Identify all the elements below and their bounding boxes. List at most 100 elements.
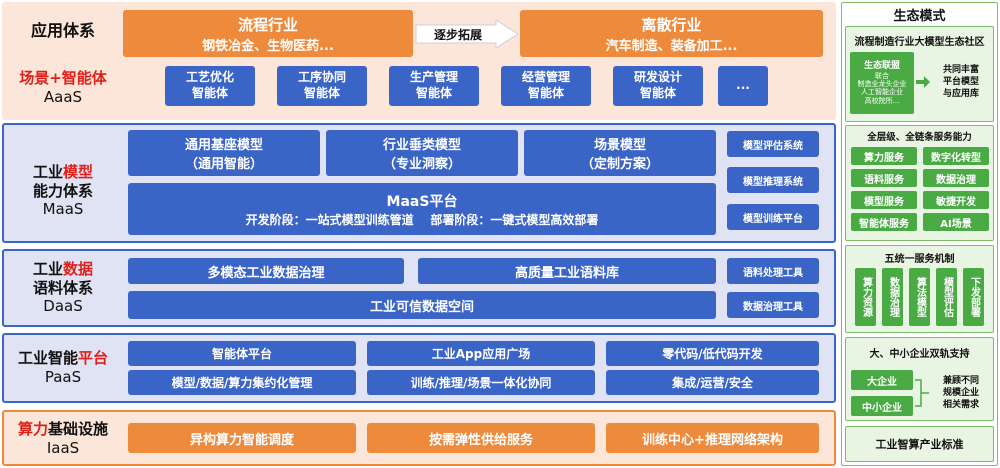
agent-box-sub: 智能体 (415, 86, 452, 100)
eco-service-item: AI场景 (923, 213, 989, 231)
eco-community-result: 共同丰富 平台模型 与应用库 (930, 58, 992, 108)
agent-box-title: 生产管理 (409, 70, 458, 85)
eco-five-item: 算法模型 (909, 268, 930, 326)
app-layer-label: 应用体系 (4, 14, 122, 48)
iaas-layer-label: 算力基础设施 IaaS (4, 416, 122, 462)
maas-label-b: 能力体系 (32, 181, 93, 200)
model-industry-box: 行业垂类模型 （专业洞察） (326, 130, 518, 176)
eco-result-l1: 共同丰富 (942, 65, 979, 76)
arrow-right-icon (916, 76, 930, 88)
maas-label-a: 工业 (32, 162, 63, 181)
model-scene-title: 场景模型 (593, 138, 646, 153)
eco-alliance-box: 生态联盟 联合 制造业龙头企业 人工智能企业 高校院所... (850, 52, 914, 114)
daas-label-b: 语料体系 (32, 278, 93, 297)
model-industry-sub: （专业洞察） (382, 157, 461, 172)
maas-platform-sub: 开发阶段：一站式模型训练管道 部署阶段：一键式模型高效部署 (245, 212, 599, 227)
app-layer-label-text: 应用体系 (30, 21, 95, 40)
paas-label-sub: PaaS (44, 368, 82, 386)
paas-layer-label: 工业智能平台 PaaS (4, 342, 122, 394)
eco-dual-title: 大、中小企业双轨支持 (869, 349, 970, 360)
eco-five-item: 算力资源 (855, 268, 876, 326)
agent-box-sub: 智能体 (191, 86, 228, 100)
agent-box-title: 工序协同 (297, 70, 346, 85)
paas-resource-mgmt: 模型/数据/算力集约化管理 (128, 370, 356, 395)
daas-label-line1: 工业数据 (33, 260, 93, 279)
expand-arrow-label: 逐步拓展 (433, 27, 482, 42)
maas-layer-label: 工业模型 能力体系 MaaS (4, 160, 122, 222)
daas-label-red: 数据 (63, 259, 94, 278)
agent-box: 生产管理智能体 (389, 66, 479, 106)
aaas-label-sub: AaaS (43, 88, 83, 106)
iaas-label-sub: IaaS (46, 439, 80, 457)
agent-box: ... (718, 66, 768, 106)
model-industry-title: 行业垂类模型 (382, 138, 461, 153)
eco-dual-note-l2: 规模企业 (942, 388, 979, 399)
eco-service-item: 数据治理 (923, 169, 989, 187)
industry-process-box: 流程行业 钢铁冶金、生物医药... (123, 10, 413, 57)
eco-standard-text: 工业智算产业标准 (875, 438, 964, 451)
eco-service-item: 敏捷开发 (923, 191, 989, 209)
iaas-scheduling: 异构算力智能调度 (128, 423, 356, 453)
iaas-center: 训练中心+推理网络架构 (606, 423, 819, 453)
paas-lowcode: 零代码/低代码开发 (606, 341, 819, 366)
eco-title: 生态模式 (893, 8, 946, 24)
maas-platform-title: MaaS平台 (386, 193, 458, 210)
model-scene-sub: （定制方案） (580, 157, 659, 172)
eco-five-item: 数据治理 (882, 268, 903, 326)
eco-five-title: 五统一服务机制 (884, 254, 955, 265)
paas-label-a: 工业智能 (17, 349, 78, 368)
paas-agent-platform: 智能体平台 (128, 341, 356, 366)
aaas-layer-label: 场景+智能体 AaaS (4, 66, 122, 110)
daas-label-a: 工业 (32, 259, 63, 278)
corpus-box: 高质量工业语料库 (418, 258, 716, 284)
maas-label-red: 模型 (63, 162, 94, 181)
eco-alliance-title: 生态联盟 (863, 60, 900, 71)
iaas-label-red: 算力 (17, 420, 48, 439)
eco-alliance-l3: 制造业龙头企业 (857, 80, 907, 88)
aaas-label-red: 场景+智能体 (19, 69, 107, 88)
data-governance-box: 多模态工业数据治理 (128, 258, 404, 284)
industry-discrete-title: 离散行业 (641, 15, 702, 34)
model-general-box: 通用基座模型 （通用智能） (128, 130, 320, 176)
paas-label-line1: 工业智能平台 (18, 349, 108, 368)
agent-box-sub: 智能体 (303, 86, 340, 100)
paas-app-market: 工业App应用广场 (367, 341, 595, 366)
eco-service-item: 语料服务 (851, 169, 917, 187)
paas-label-red: 平台 (78, 349, 109, 368)
maas-platform-box: MaaS平台 开发阶段：一站式模型训练管道 部署阶段：一键式模型高效部署 (128, 183, 716, 235)
agent-box-title: ... (736, 78, 750, 93)
agent-box: 工艺优化智能体 (165, 66, 255, 106)
industry-discrete-sub: 汽车制造、装备加工... (605, 38, 738, 54)
agent-box-title: 工艺优化 (185, 70, 234, 85)
daas-layer-label: 工业数据 语料体系 DaaS (4, 256, 122, 320)
maas-tool-infer: 模型推理系统 (727, 167, 819, 193)
eco-alliance-l2: 联合 (875, 71, 889, 80)
eco-community-arrow (916, 73, 930, 88)
model-general-title: 通用基座模型 (184, 138, 263, 153)
daas-tool-corpus: 语料处理工具 (727, 258, 819, 284)
eco-alliance-l4: 人工智能企业 (861, 88, 903, 97)
agent-box: 工序协同智能体 (277, 66, 367, 106)
maas-tool-train: 模型训练平台 (727, 204, 819, 230)
paas-collab: 训练/推理/场景一体化协同 (367, 370, 595, 395)
agent-box: 研发设计智能体 (613, 66, 703, 106)
expand-arrow: 逐步拓展 (414, 19, 520, 49)
eco-service-item: 算力服务 (851, 147, 917, 165)
arrow-right-icon (415, 19, 519, 49)
industry-process-title: 流程行业 (237, 15, 298, 34)
bracket-arrow-icon (915, 379, 929, 407)
industry-process-sub: 钢铁冶金、生物医药... (202, 38, 334, 54)
eco-alliance-l5: 高校院所... (864, 96, 900, 105)
eco-service-item: 模型服务 (851, 191, 917, 209)
agent-box-sub: 智能体 (527, 86, 564, 100)
eco-five-item: 模型评估 (936, 268, 957, 326)
maas-tool-eval: 模型评估系统 (727, 131, 819, 157)
daas-label-sub: DaaS (43, 297, 83, 316)
agent-box-sub: 智能体 (639, 86, 676, 100)
eco-dual-bracket (915, 378, 929, 408)
model-general-sub: （通用智能） (184, 157, 263, 172)
eco-result-l3: 与应用库 (942, 88, 979, 99)
eco-big-enterprise: 大企业 (851, 370, 913, 390)
eco-standard-panel: 工业智算产业标准 (845, 426, 994, 462)
iaas-label-a: 基础设施 (48, 420, 109, 439)
